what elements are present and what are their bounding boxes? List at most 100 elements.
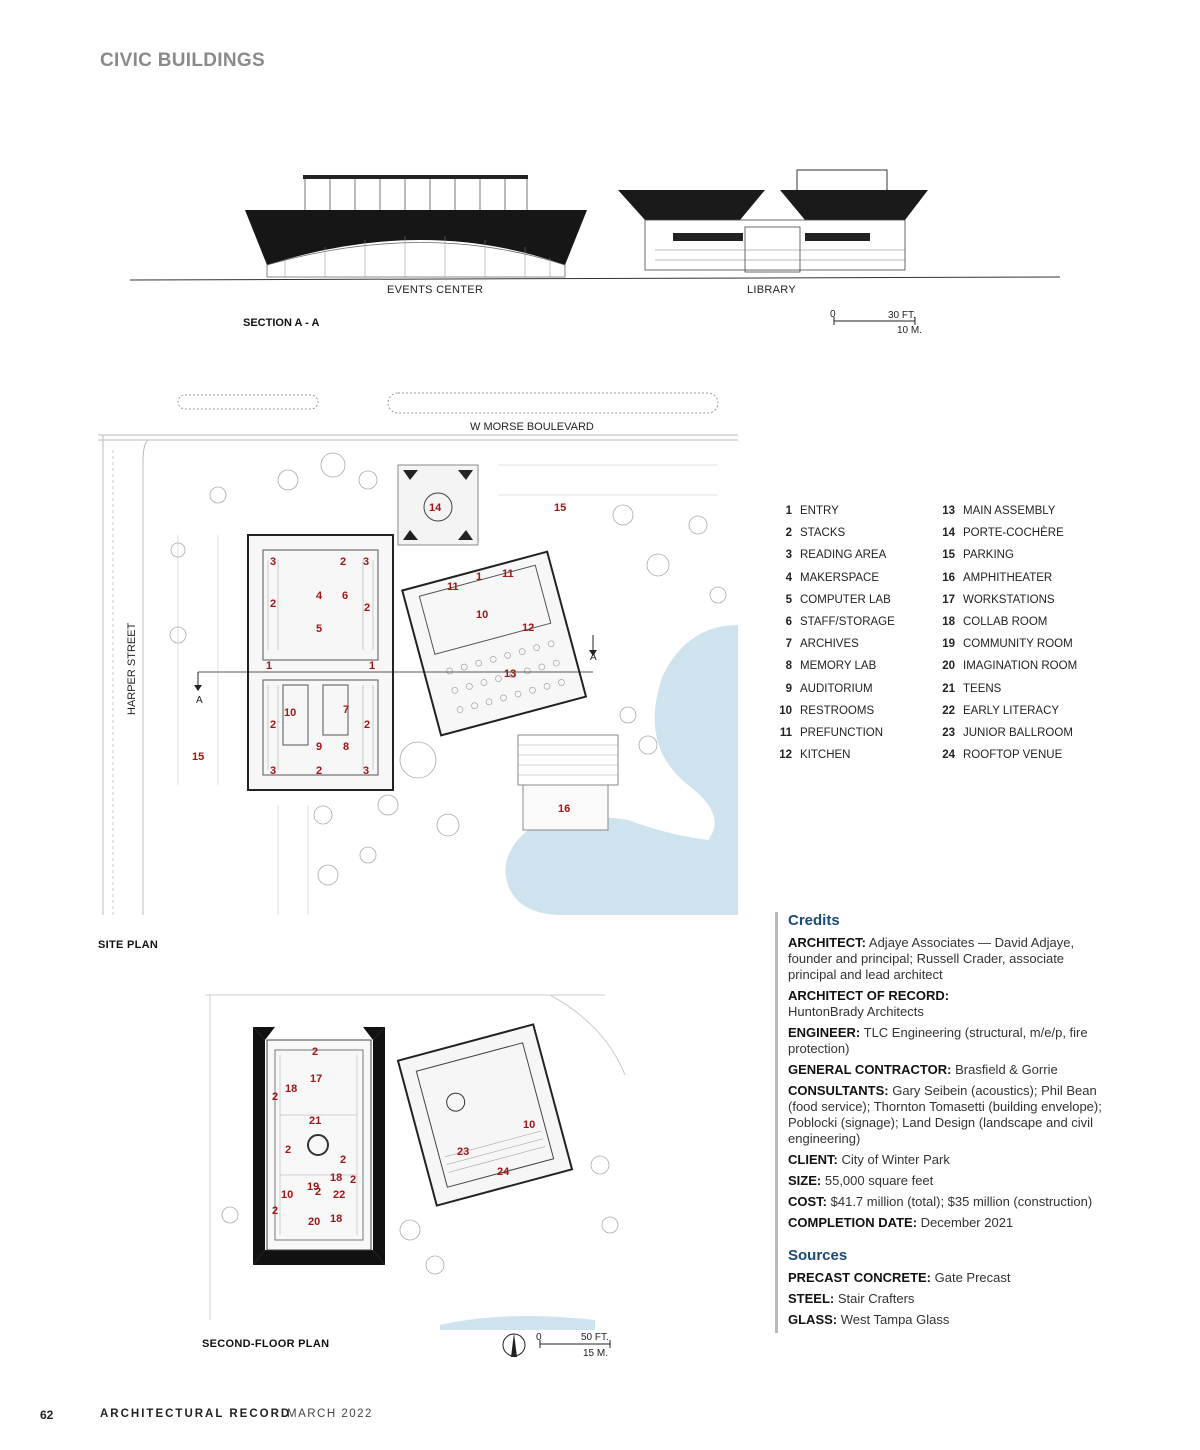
room-number: 3	[363, 765, 369, 777]
svg-text:0: 0	[536, 1332, 542, 1343]
room-number: 2	[312, 1046, 318, 1058]
svg-text:0: 0	[830, 309, 836, 320]
room-number: 17	[310, 1073, 322, 1085]
source-item: GLASS: West Tampa Glass	[788, 1312, 950, 1327]
room-number: 18	[330, 1172, 342, 1184]
source-item: PRECAST CONCRETE: Gate Precast	[788, 1270, 1011, 1285]
credit-item: COMPLETION DATE: December 2021	[788, 1215, 1014, 1230]
credit-item: CONSULTANTS: Gary Seibein (acoustics); P…	[788, 1083, 1102, 1146]
room-number: 2	[340, 556, 346, 568]
room-number: 2	[340, 1154, 346, 1166]
room-number: 10	[523, 1119, 535, 1131]
site-plan: A A W MORSE BOULEVARD HARPER STREET 14 1…	[98, 392, 738, 915]
room-number: 16	[558, 803, 570, 815]
credits-panel: Credits ARCHITECT: Adjaye Associates — D…	[775, 912, 1108, 1333]
room-number: 2	[350, 1174, 356, 1186]
section-drawing: EVENTS CENTER LIBRARY SECTION A - A 0 30…	[129, 169, 1061, 336]
sources-section: Sources PRECAST CONCRETE: Gate Precast S…	[788, 1247, 1108, 1328]
library-label: LIBRARY	[747, 284, 796, 296]
room-number: 18	[330, 1213, 342, 1225]
room-number: 11	[502, 568, 514, 580]
second-floor-room-numbers: 2 17 18 21 2 2 2 23 24 10 18 19 22 2 10 …	[272, 1046, 535, 1228]
site-plan-room-numbers: 14 15 15 16 1 1 1 2 2 2 2 2 2 3 3 3 3 4 …	[192, 502, 570, 815]
room-number: 13	[504, 668, 516, 680]
room-number: 10	[281, 1189, 293, 1201]
north-arrow-icon	[502, 1333, 526, 1357]
room-number: 12	[522, 622, 534, 634]
room-number: 24	[497, 1166, 510, 1178]
credit-item: ARCHITECT: Adjaye Associates — David Adj…	[788, 935, 1075, 982]
room-number: 3	[363, 556, 369, 568]
room-number: 10	[476, 609, 488, 621]
page-number: 62	[40, 1408, 54, 1422]
svg-text:50 FT.: 50 FT.	[581, 1332, 609, 1343]
room-number: 2	[316, 765, 322, 777]
room-number: 9	[316, 741, 322, 753]
street-label-left: HARPER STREET	[126, 622, 138, 715]
site-plan-caption: SITE PLAN	[98, 939, 159, 951]
room-number: 23	[457, 1146, 469, 1158]
room-number: 1	[266, 660, 272, 672]
room-number: 2	[285, 1144, 291, 1156]
room-number: 2	[315, 1186, 321, 1198]
second-floor-caption: SECOND-FLOOR PLAN	[202, 1338, 330, 1350]
street-label-top: W MORSE BOULEVARD	[470, 421, 594, 433]
credit-item: GENERAL CONTRACTOR: Brasfield & Gorrie	[788, 1062, 1058, 1077]
section-scale-bar: 0 30 FT. 10 M.	[830, 309, 922, 336]
room-number: 2	[272, 1091, 278, 1103]
room-number: 2	[270, 598, 276, 610]
credit-item: SIZE: 55,000 square feet	[788, 1173, 934, 1188]
library-section	[618, 169, 928, 273]
events-center-section	[245, 175, 587, 278]
room-number: 8	[343, 741, 349, 753]
issue-date: MARCH 2022	[287, 1408, 373, 1420]
room-number: 22	[333, 1189, 345, 1201]
publication-name: ARCHITECTURAL RECORD	[100, 1408, 292, 1420]
room-number: 7	[343, 704, 349, 716]
room-number: 21	[309, 1115, 321, 1127]
room-number: 1	[369, 660, 375, 672]
sources-title: Sources	[788, 1247, 848, 1264]
room-number: 14	[429, 502, 442, 514]
room-number: 2	[270, 719, 276, 731]
second-floor-scale-bar: 0 50 FT. 15 M.	[536, 1332, 611, 1359]
credit-item: ARCHITECT OF RECORD:HuntonBrady Architec…	[788, 988, 950, 1019]
credit-item: COST: $41.7 million (total); $35 million…	[788, 1194, 1093, 1209]
room-number: 18	[285, 1083, 297, 1095]
svg-text:A: A	[590, 652, 597, 663]
room-number: 4	[316, 590, 323, 602]
source-item: STEEL: Stair Crafters	[788, 1291, 915, 1306]
room-number: 2	[364, 719, 370, 731]
section-header: CIVIC BUILDINGS	[100, 50, 265, 71]
svg-text:A: A	[196, 695, 203, 706]
second-floor-plan: 2 17 18 21 2 2 2 23 24 10 18 19 22 2 10 …	[205, 994, 625, 1359]
room-number: 5	[316, 623, 322, 635]
room-number: 11	[447, 581, 459, 593]
room-number: 6	[342, 590, 348, 602]
room-number: 10	[284, 707, 296, 719]
